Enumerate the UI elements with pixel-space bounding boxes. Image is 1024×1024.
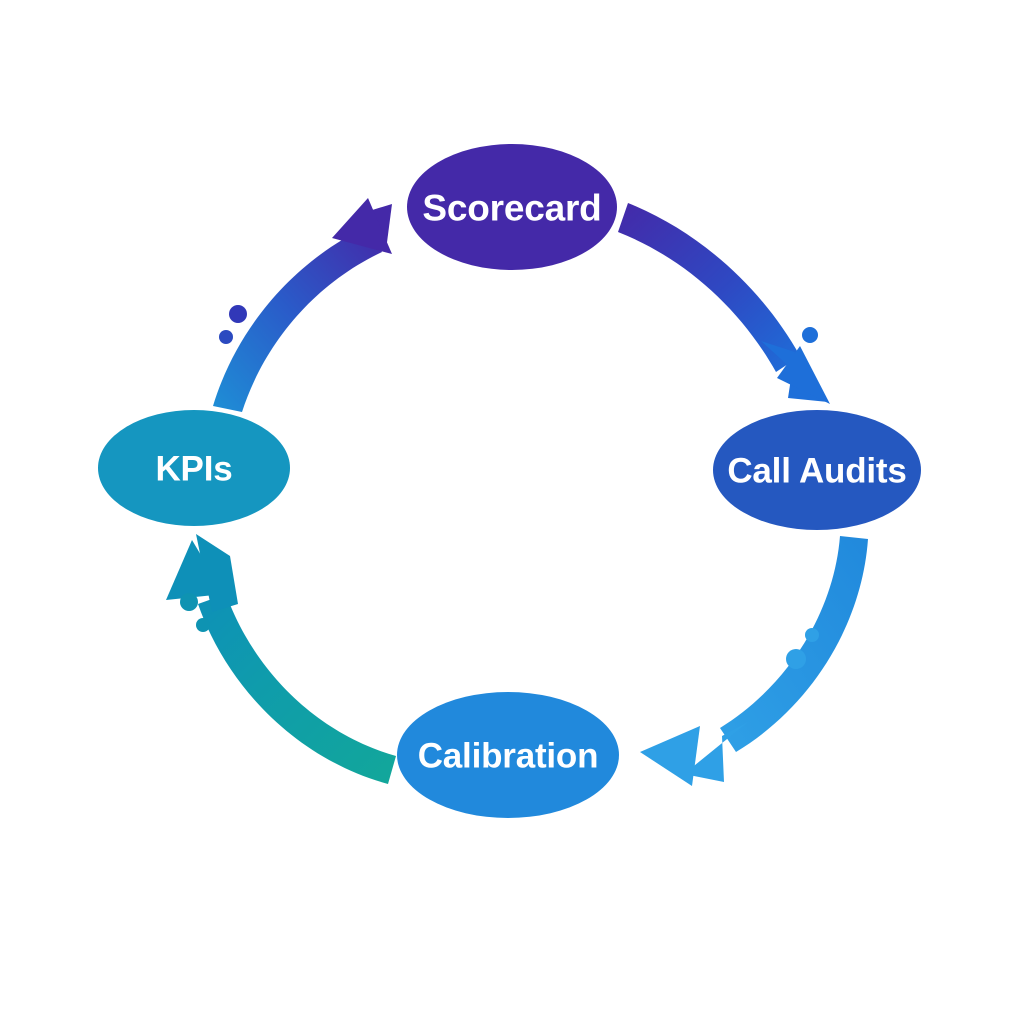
arrow-accent-dot [219, 330, 233, 344]
node-call-audits-label: Call Audits [727, 452, 906, 491]
arrow-accent-dot [802, 327, 818, 343]
node-kpis-label: KPIs [155, 450, 232, 489]
node-call-audits[interactable]: Call Audits [713, 410, 921, 530]
node-kpis[interactable]: KPIs [98, 410, 290, 526]
node-calibration[interactable]: Calibration [397, 692, 619, 818]
arrow-accent-dot [229, 305, 247, 323]
node-call-audits-shape[interactable] [713, 410, 921, 530]
node-kpis-shape[interactable] [98, 410, 290, 526]
arrow-kpis-to-scorecard [213, 198, 392, 412]
arrow-accent-dot [805, 628, 819, 642]
node-calibration-shape[interactable] [397, 692, 619, 818]
arrow-accent-dot [180, 593, 198, 611]
node-scorecard-shape[interactable] [407, 144, 617, 270]
arrow-accent-dot [786, 649, 806, 669]
arrow-accent-dot [196, 618, 210, 632]
arrow-call-audits-to-calibration [640, 536, 868, 786]
node-calibration-label: Calibration [418, 737, 599, 776]
arrow-scorecard-to-call-audits [618, 203, 830, 404]
node-scorecard-label: Scorecard [422, 188, 601, 229]
arrow-calibration-to-kpis [166, 534, 396, 784]
node-scorecard[interactable]: Scorecard [407, 144, 617, 270]
